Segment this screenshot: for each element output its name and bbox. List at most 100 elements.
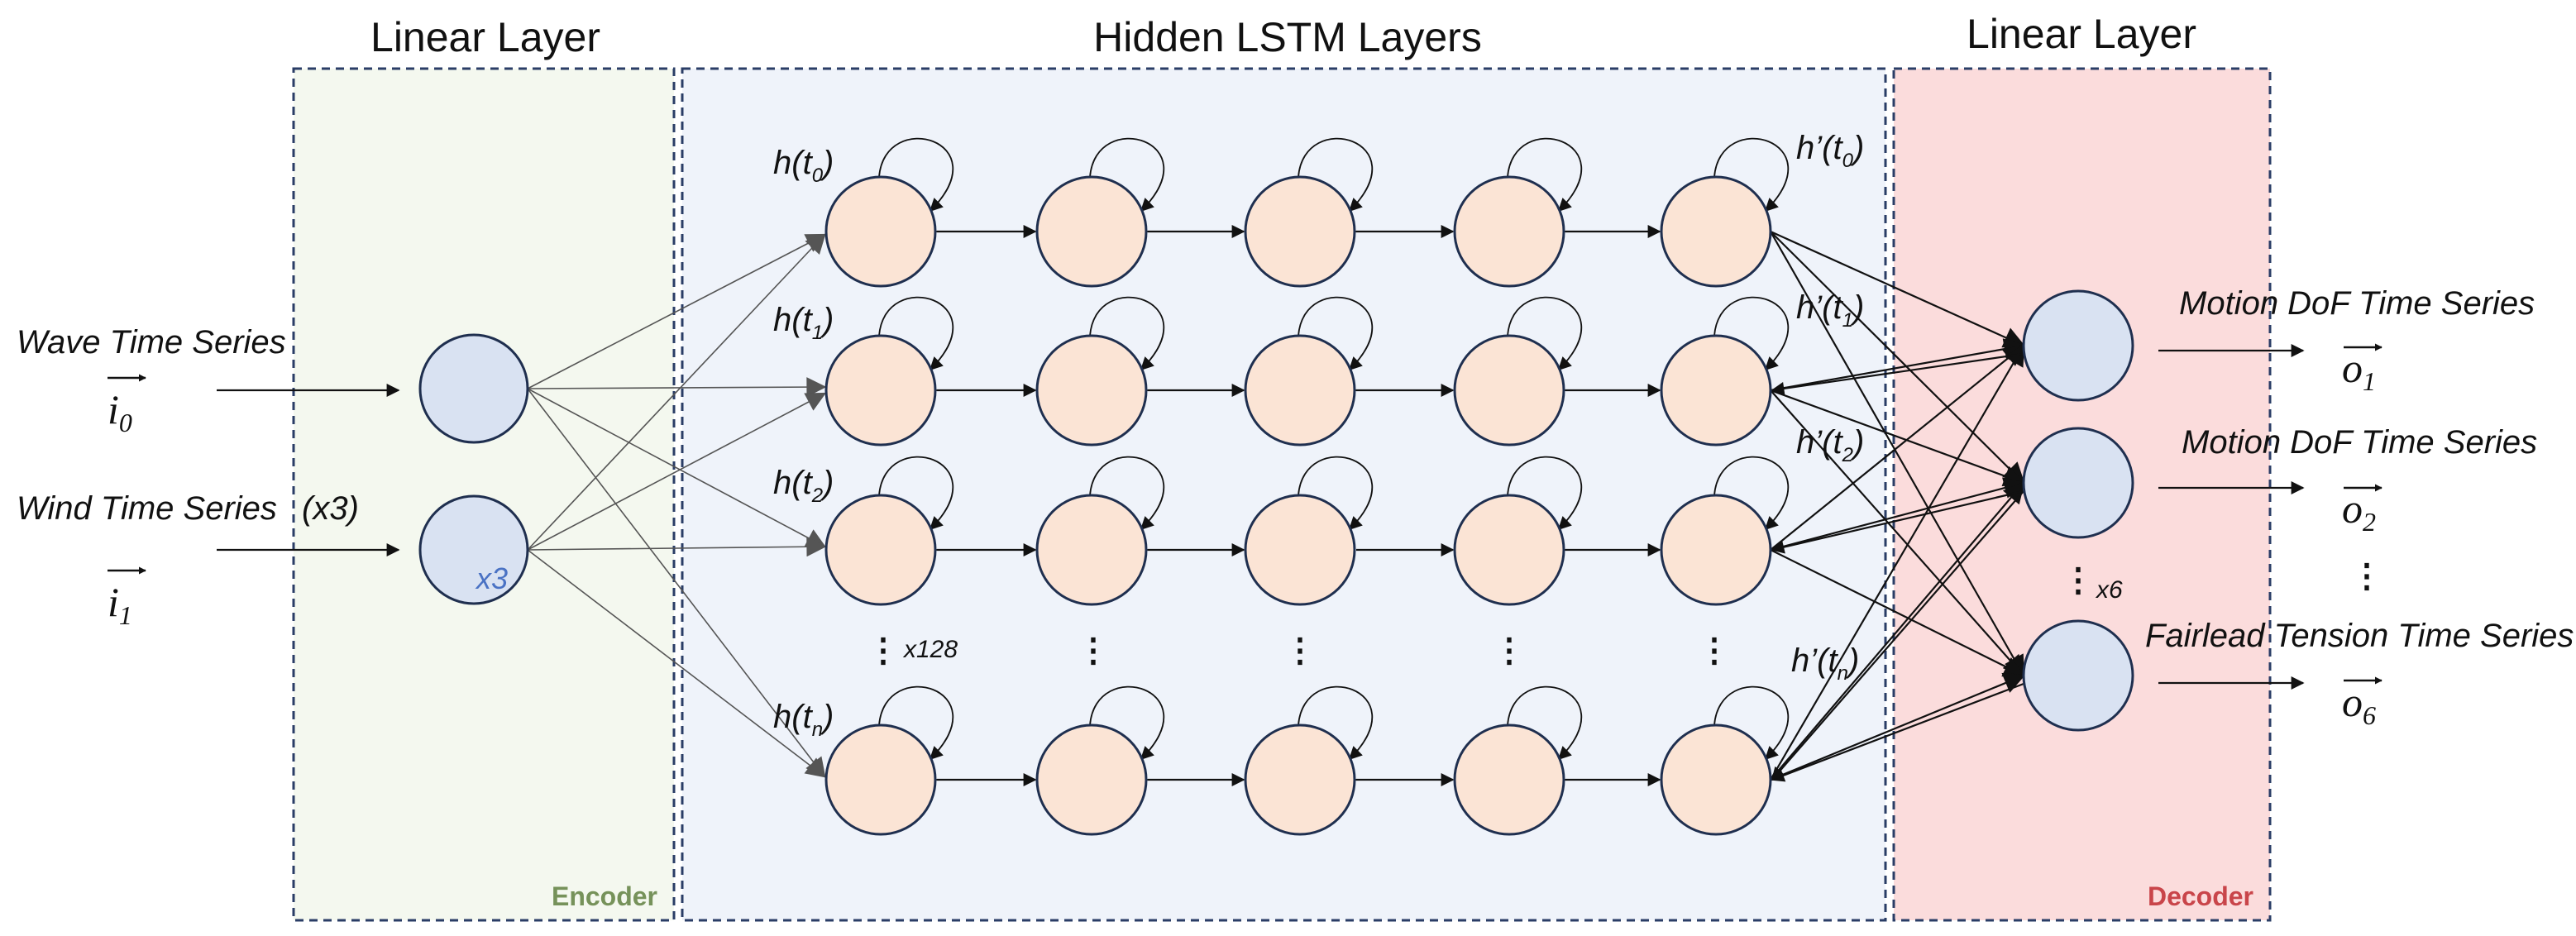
decoder-edge-3-2	[1770, 672, 2026, 781]
encoder-edge-0-2	[527, 388, 827, 548]
encoder-layer-header: Linear Layer	[370, 14, 600, 60]
wind-input-multiplier: (x3)	[302, 490, 359, 527]
lstm-self-loop-r0-c3	[1507, 137, 1583, 213]
hidden-layer-header: Hidden LSTM Layers	[1093, 14, 1482, 60]
decoder-ellipsis: ⋮	[2062, 562, 2095, 599]
lstm-self-loop-r3-c2	[1298, 685, 1374, 761]
output-symbol-6: o6	[2342, 679, 2376, 730]
lstm-ellipsis-col-2: ⋮	[1077, 633, 1110, 669]
decoder-edge-0-2	[1770, 231, 2025, 678]
encoder-node-wave	[418, 333, 529, 444]
lstm-node-r2-c3	[1453, 494, 1565, 606]
lstm-node-r0-c3	[1453, 175, 1565, 288]
lstm-ellipsis-col-5: ⋮	[1698, 633, 1731, 669]
hidden-prime-label-t1: h’(t1)	[1796, 289, 1864, 332]
encoder-tag: Encoder	[552, 881, 657, 911]
lstm-node-r0-c1	[1035, 175, 1148, 288]
hidden-label-t1: h(t1)	[773, 302, 834, 344]
lstm-self-loop-r1-c1	[1089, 296, 1165, 371]
lstm-units-multiplier: x128	[902, 636, 958, 663]
lstm-node-r3-c4	[1660, 723, 1772, 836]
lstm-recurrent-loops	[878, 137, 1790, 761]
decoder-edge-1-0	[1770, 338, 2026, 392]
decoder-edge-3-0	[1770, 343, 2025, 781]
wind-node-multiplier: x3	[475, 561, 508, 595]
decoder-tag: Decoder	[2148, 881, 2253, 911]
hidden-label-t2: h(t2)	[773, 465, 834, 507]
lstm-self-loop-r0-c0	[878, 137, 954, 213]
lstm-self-loop-r0-c1	[1089, 137, 1165, 213]
hidden-label-t0: h(t0)	[773, 145, 834, 187]
lstm-self-loop-r1-c0	[878, 296, 954, 371]
lstm-node-r2-c2	[1244, 494, 1356, 606]
lstm-self-loop-r2-c0	[878, 456, 954, 531]
lstm-node-r1-c2	[1244, 334, 1356, 447]
lstm-node-r0-c4	[1660, 175, 1772, 288]
lstm-node-r3-c2	[1244, 723, 1356, 836]
encoder-edge-0-1	[527, 377, 827, 398]
hidden-prime-label-t0: h’(t0)	[1796, 130, 1864, 172]
lstm-node-r1-c0	[824, 334, 937, 447]
lstm-horizontal-edges	[925, 225, 1661, 786]
lstm-self-loop-r0-c2	[1298, 137, 1374, 213]
lstm-ellipsis-col-3: ⋮	[1283, 633, 1317, 669]
decoder-edge-3-1	[1770, 481, 2025, 781]
lstm-node-r2-c4	[1660, 494, 1772, 606]
lstm-self-loop-r3-c3	[1507, 685, 1583, 761]
lstm-self-loop-r1-c2	[1298, 296, 1374, 371]
output-symbol-2: o2	[2342, 485, 2376, 537]
decoder-edge-2-2	[1770, 549, 2026, 677]
decoder-node-6	[2022, 619, 2134, 732]
encoder-edge-1-2	[527, 537, 827, 557]
lstm-node-r0-c0	[824, 175, 937, 288]
decoder-back-edge-2	[1771, 682, 2024, 782]
output-label-6: Fairlead Tension Time Series	[2145, 618, 2574, 654]
lstm-ellipsis-col-4: ⋮	[1493, 633, 1526, 669]
decoder-edge-0-1	[1770, 231, 2025, 485]
encoder-node-wind	[418, 494, 529, 605]
decoder-back-edge-0	[1771, 352, 2024, 395]
decoder-node-1	[2022, 289, 2134, 402]
lstm-node-r3-c3	[1453, 723, 1565, 836]
decoder-node-2	[2022, 427, 2134, 539]
decoder-edge-1-1	[1770, 389, 2026, 487]
lstm-self-loop-r2-c3	[1507, 456, 1583, 531]
lstm-node-grid	[824, 175, 1772, 836]
encoder-edge-0-0	[527, 233, 827, 389]
hidden-prime-label-tn: h’(tn)	[1791, 642, 1859, 685]
wave-symbol: i0	[108, 386, 132, 437]
decoder-edge-0-0	[1770, 230, 2026, 348]
lstm-ellipsis-col-1: ⋮	[867, 633, 900, 669]
hidden-label-tn: h(tn)	[773, 699, 834, 741]
encoder-to-lstm-edges	[527, 233, 827, 778]
output-ellipsis: ⋮	[2350, 558, 2383, 595]
lstm-node-r0-c2	[1244, 175, 1356, 288]
output-label-2: Motion DoF Time Series	[2182, 424, 2537, 461]
encoder-edge-1-0	[527, 233, 826, 551]
output-label-1: Motion DoF Time Series	[2179, 285, 2535, 322]
wind-input-label: Wind Time Series	[17, 490, 277, 527]
lstm-node-r2-c0	[824, 494, 937, 606]
lstm-self-loop-r1-c4	[1713, 296, 1790, 371]
lstm-node-r2-c1	[1035, 494, 1148, 606]
decoder-multiplier: x6	[2095, 576, 2123, 604]
decoder-back-edge-3	[1771, 490, 2024, 781]
decoder-layer-header: Linear Layer	[1967, 11, 2196, 57]
decoder-edge-2-1	[1770, 477, 2026, 552]
lstm-node-r3-c1	[1035, 723, 1148, 836]
encoder-box	[292, 67, 676, 922]
decoder-edge-2-0	[1770, 344, 2026, 551]
decoder-back-edge-1	[1771, 489, 2024, 554]
lstm-node-r3-c0	[824, 723, 937, 836]
hidden-prime-label-t2: h’(t2)	[1796, 424, 1864, 466]
lstm-self-loop-r1-c3	[1507, 296, 1583, 371]
encoder-edge-1-3	[527, 549, 826, 778]
lstm-node-r1-c3	[1453, 334, 1565, 447]
lstm-self-loop-r3-c4	[1713, 685, 1790, 761]
wind-symbol: i1	[108, 579, 132, 630]
lstm-to-decoder-edges	[1770, 230, 2026, 782]
lstm-node-r1-c1	[1035, 334, 1148, 447]
lstm-self-loop-r2-c2	[1298, 456, 1374, 531]
